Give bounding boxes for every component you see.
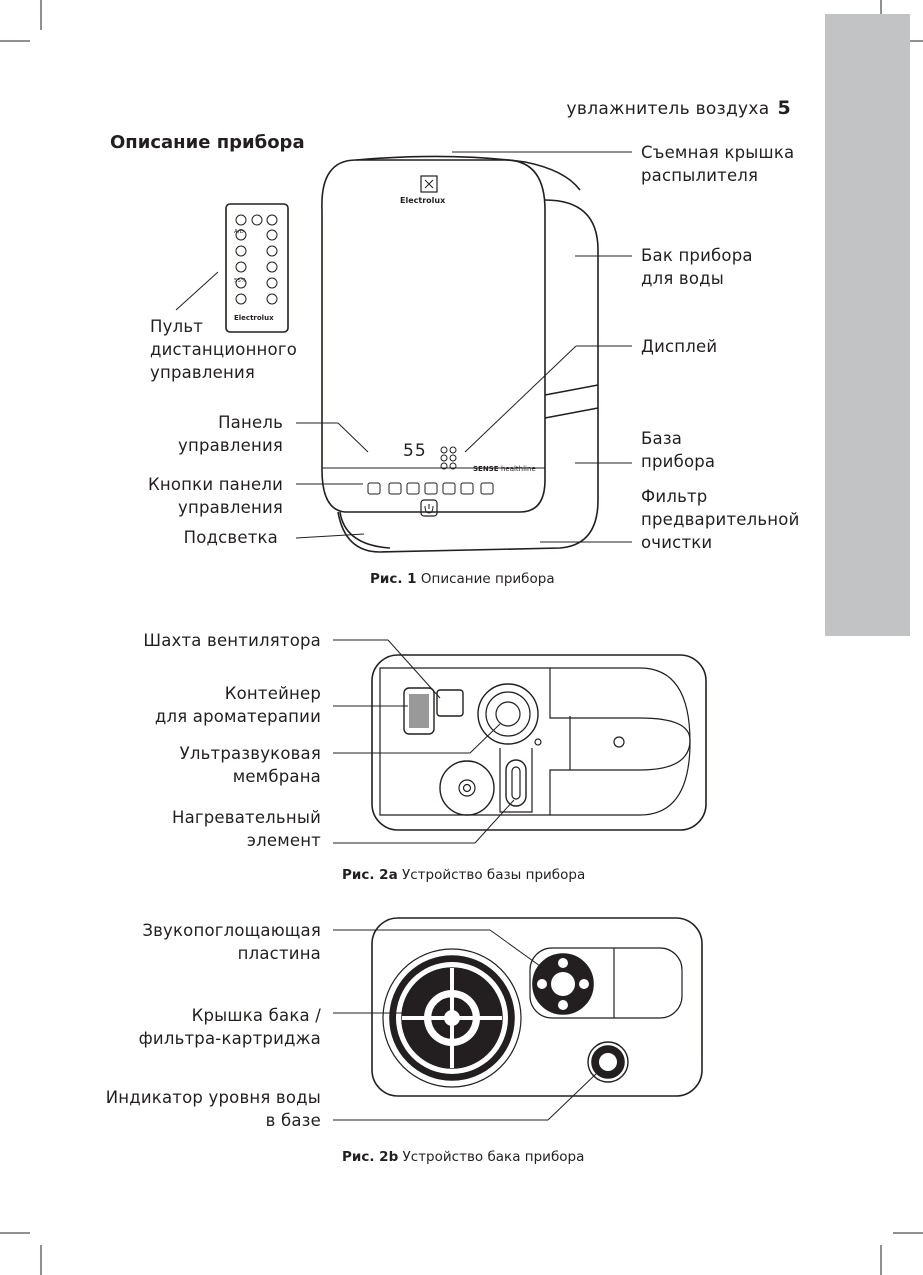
caption-fig2a-label: Рис. 2a <box>342 867 398 883</box>
caption-fig2b-label: Рис. 2b <box>342 1149 399 1165</box>
label-remote: Пульт дистанционного управления <box>150 317 297 382</box>
caption-fig1: Рис. 1 Описание прибора <box>370 571 555 587</box>
label-level: Индикатор уровня воды в базе <box>105 1088 321 1130</box>
label-filter: Фильтр предварительной очистки <box>641 487 800 552</box>
caption-fig1-label: Рис. 1 <box>370 571 417 587</box>
label-membrane: Ультразвуковая мембрана <box>179 744 321 786</box>
remote-control <box>225 203 289 333</box>
label-fan: Шахта вентилятора <box>143 631 321 650</box>
label-display: Дисплей <box>641 337 718 356</box>
label-cover: Съемная крышка распылителя <box>641 143 795 185</box>
brand-logo <box>420 175 438 193</box>
label-plate: Звукопоглощающая пластина <box>142 921 321 963</box>
label-base: База прибора <box>641 429 716 471</box>
device-brand: Electrolux <box>400 196 446 205</box>
device-series: SENSE healthline <box>473 465 536 473</box>
page-header: увлажнитель воздуха 5 <box>567 97 791 119</box>
label-tank: Бак прибора для воды <box>641 246 753 288</box>
label-backlight: Подсветка <box>183 528 278 547</box>
section-title: увлажнитель воздуха <box>566 99 770 119</box>
caption-fig2b: Рис. 2b Устройство бака прибора <box>342 1149 584 1165</box>
page-title: Описание прибора <box>110 132 305 153</box>
device-display: 55 <box>403 441 427 461</box>
device-series-name: SENSE <box>473 465 499 473</box>
device-body <box>321 155 599 553</box>
caption-fig2b-text: Устройство бака прибора <box>402 1149 585 1165</box>
caption-fig2a-text: Устройство базы прибора <box>401 867 586 883</box>
power-button <box>420 499 438 517</box>
remote-button-55: 55% <box>234 278 247 284</box>
label-aroma: Контейнер для ароматерапии <box>154 684 321 726</box>
remote-brand: Electrolux <box>234 314 274 322</box>
side-tab <box>825 14 910 636</box>
fig1-leaders <box>175 151 632 543</box>
label-lid: Крышка бака / фильтра-картриджа <box>138 1006 321 1048</box>
caption-fig1-text: Описание прибора <box>420 571 555 587</box>
label-buttons: Кнопки панели управления <box>147 475 283 517</box>
label-heater: Нагревательный элемент <box>171 808 321 850</box>
device-series-sub: healthline <box>500 465 536 473</box>
label-panel: Панель управления <box>178 413 283 455</box>
panel-buttons <box>367 482 494 495</box>
page-number: 5 <box>777 97 791 119</box>
caption-fig2a: Рис. 2a Устройство базы прибора <box>342 867 585 883</box>
remote-button-ad: A/D <box>234 229 244 235</box>
